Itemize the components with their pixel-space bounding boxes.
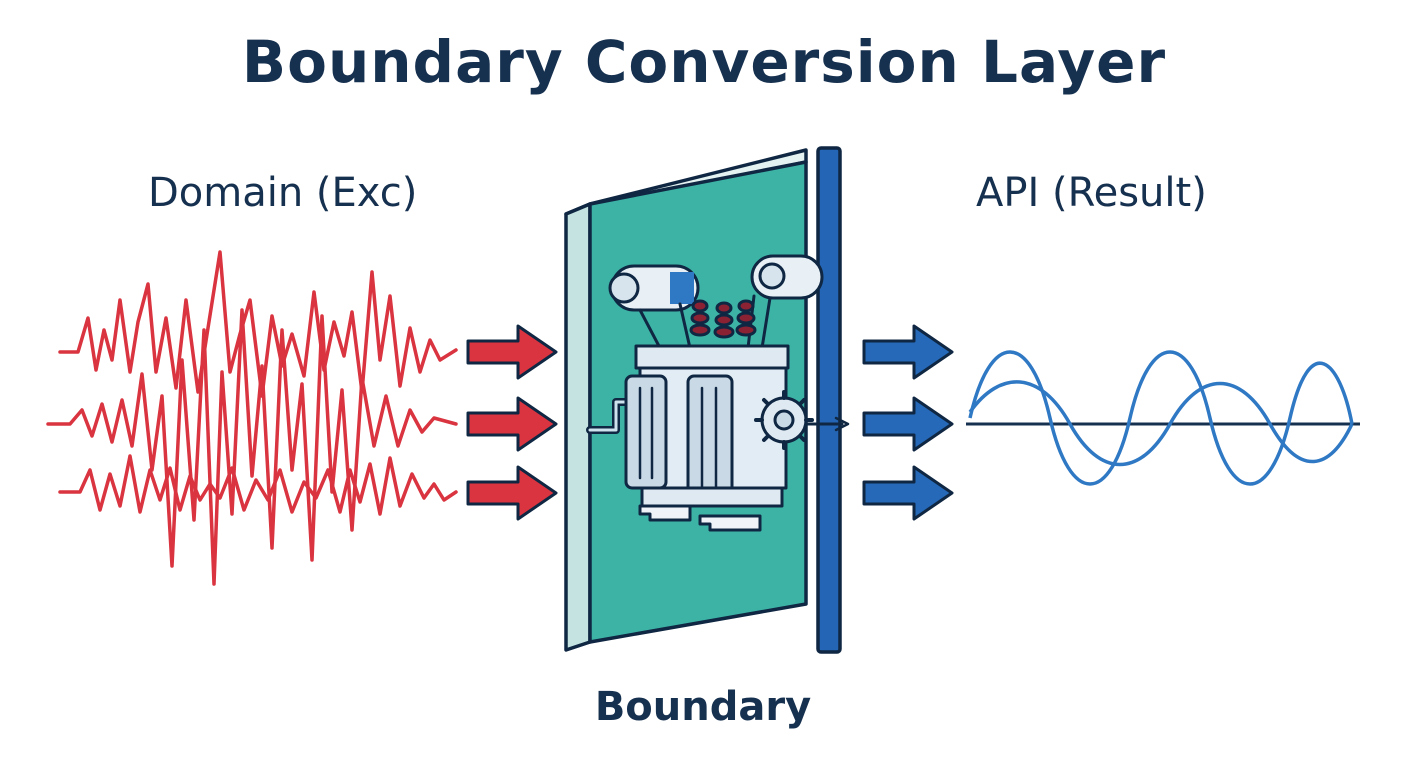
sine-wave-icon xyxy=(966,350,1360,486)
noisy-signal-icon xyxy=(46,250,458,586)
input-arrow-bottom xyxy=(466,465,558,521)
transformer-base xyxy=(640,486,784,508)
diagram-title: Boundary Conversion Layer xyxy=(241,28,1167,96)
output-arrow-top xyxy=(862,324,954,380)
base-rail-left xyxy=(638,504,692,522)
radiator-middle xyxy=(686,374,734,500)
conservator-cap-right xyxy=(758,262,786,290)
radiator-left xyxy=(624,374,668,490)
conservator-cap-left xyxy=(608,272,640,304)
base-rail-right xyxy=(698,514,762,532)
output-arrow-middle xyxy=(862,396,954,452)
gear-icon xyxy=(754,390,814,450)
output-arrow-icon xyxy=(862,324,954,521)
noisy-signal-line-bottom xyxy=(58,454,458,516)
domain-exception-label: Domain (Exc) xyxy=(148,170,418,216)
panel-side-edge xyxy=(564,202,592,652)
input-arrow-icon xyxy=(466,324,558,521)
api-result-label: API (Result) xyxy=(976,170,1207,216)
transformer-icon xyxy=(586,254,850,532)
sine-wave-large xyxy=(968,350,1354,486)
noisy-signal-line-middle xyxy=(46,308,458,586)
noisy-signal-line-top xyxy=(58,250,458,398)
input-arrow-middle xyxy=(466,396,558,452)
output-arrow-bottom xyxy=(862,465,954,521)
sine-wave-small xyxy=(968,380,1354,467)
input-arrow-top xyxy=(466,324,558,380)
boundary-label: Boundary xyxy=(0,684,1408,730)
bushings xyxy=(689,299,757,339)
boundary-label-text: Boundary xyxy=(594,684,812,730)
boundary-bar xyxy=(816,146,842,654)
transformer-top-cover xyxy=(634,344,790,370)
